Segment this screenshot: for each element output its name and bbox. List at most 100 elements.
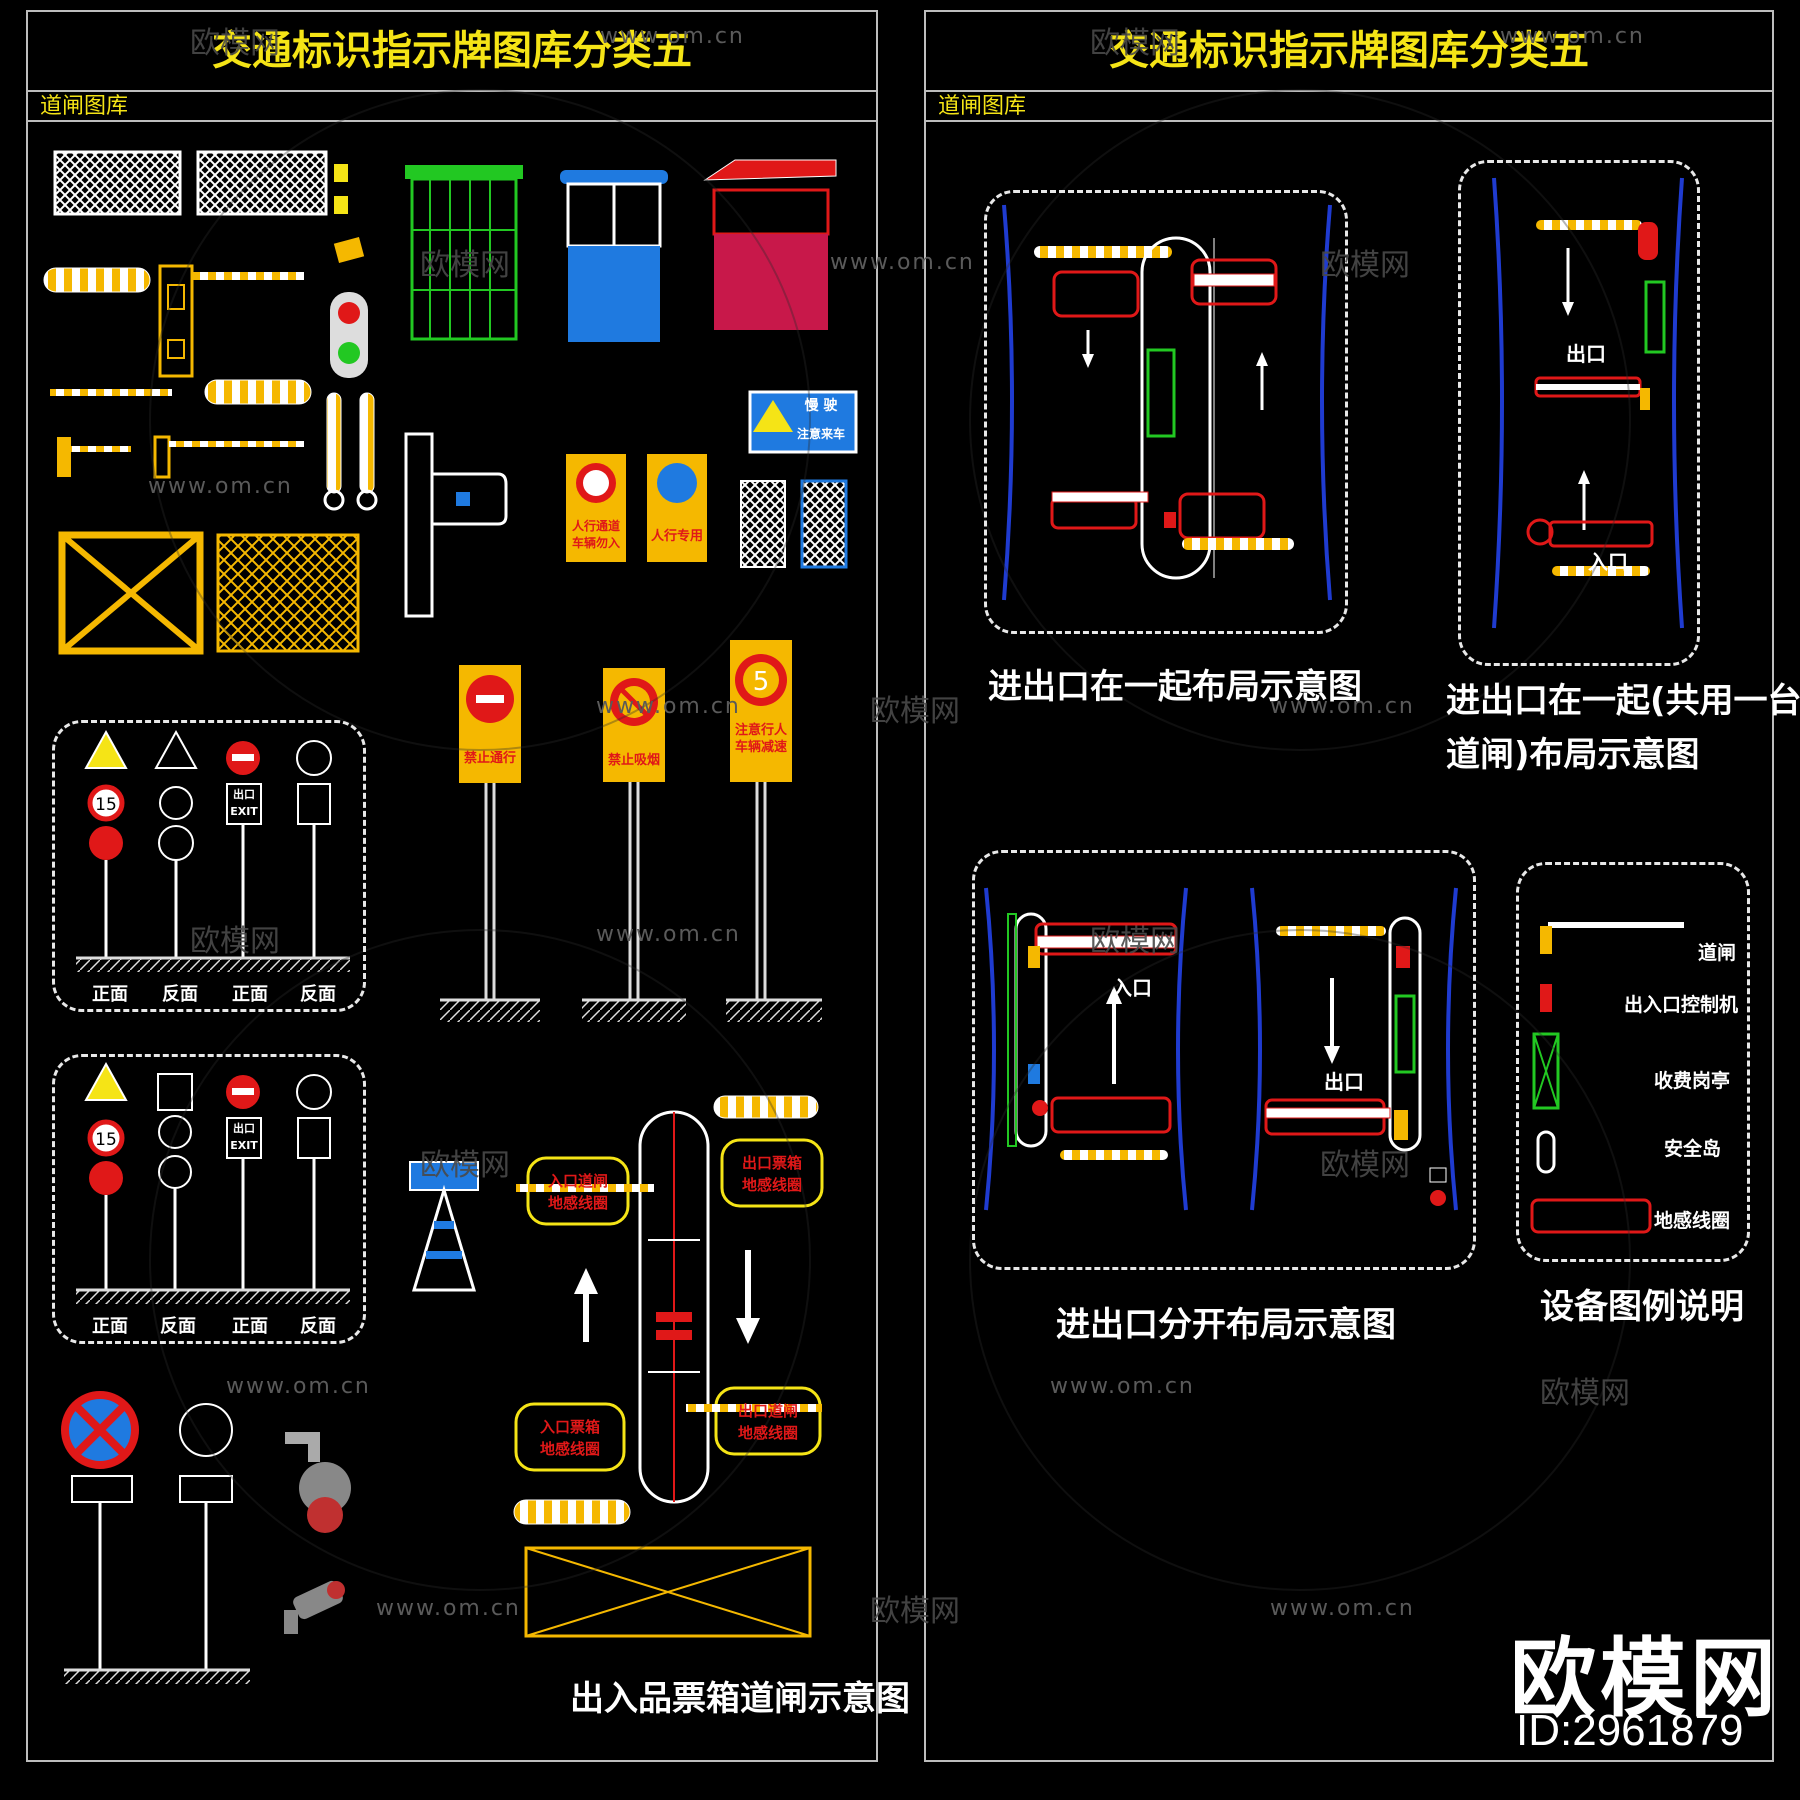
sign-post-group-2: 15 (76, 1061, 350, 1304)
dashed-frame-shared (1458, 160, 1700, 666)
legend-label-gate: 道闸 (1698, 942, 1737, 964)
shared-exit-label: 出口 (1566, 342, 1606, 366)
blue-booth (560, 170, 668, 342)
separate-layout-diagram (984, 887, 1458, 1211)
no-smoking-sign-text: 禁止吸烟 (607, 753, 660, 768)
slow-sign-text: 慢 驶 (804, 398, 838, 414)
legend-label-booth: 收费岗亭 (1654, 1070, 1731, 1092)
watermark-logo-3: 欧模网 (420, 248, 510, 283)
folding-gate-2 (196, 150, 348, 216)
post-sign-no-smoking (582, 668, 686, 1022)
watermark-url-4: www.om.cn (148, 474, 293, 499)
watermark-url-9: www.om.cn (1050, 1374, 1195, 1399)
barrier-arm-1 (43, 264, 312, 405)
watermark-url-6: www.om.cn (1270, 694, 1415, 719)
dashed-frame-separate (972, 850, 1476, 1270)
left-panel-title: 交通标识指示牌图库分类五 (28, 12, 876, 92)
svg-text:15: 15 (95, 1130, 117, 1150)
separate-exit-label: 出口 (1324, 1070, 1364, 1094)
watermark-url-2: www.om.cn (1500, 24, 1645, 49)
watermark-logo-8: 欧模网 (420, 1148, 510, 1183)
post-sign-speed-5: 5 (726, 640, 822, 1022)
caption-shared-layout-line2: 道闸)布局示意图 (1446, 735, 1700, 775)
watermark-url-3: www.om.cn (830, 250, 975, 275)
caption-ticket-gate: 出入品票箱道闸示意图 (570, 1679, 910, 1719)
caption-combined-layout: 进出口在一起布局示意图 (988, 667, 1362, 707)
watermark-logo-9: 欧模网 (1320, 1148, 1410, 1183)
exit-loop-label: 出口道闸 地感线圈 (737, 1402, 798, 1442)
ground-label-2: 反面 (162, 984, 198, 1005)
ground-label-1: 正面 (92, 984, 128, 1005)
blue-tower-sign (409, 1161, 479, 1292)
entry-loop-label: 入口道闸 地感线圈 (547, 1172, 608, 1212)
yellow-mesh-box (216, 533, 360, 653)
right-panel-title: 交通标识指示牌图库分类五 (926, 12, 1772, 92)
watermark-logo-4: 欧模网 (1320, 248, 1410, 283)
entry-box-label: 入口票箱 地感线圈 (539, 1418, 600, 1458)
brand-logo-text: 欧模网 (1510, 1629, 1780, 1729)
yellow-box-x (58, 531, 204, 655)
watermark-url-1: www.om.cn (600, 24, 745, 49)
legend-symbols (1530, 922, 1684, 1234)
exit-box-label: 出口票箱 地感线圈 (741, 1154, 802, 1194)
legend-label-loop: 地感线圈 (1654, 1210, 1731, 1232)
brand-id: ID:2961879 (1516, 1706, 1744, 1755)
combined-layout-diagram (1002, 204, 1332, 601)
watermark-url-11: www.om.cn (1270, 1596, 1415, 1621)
right-panel-subtitle: 道闸图库 (926, 92, 1772, 122)
ground-label-7: 正面 (232, 1316, 268, 1337)
svg-text:15: 15 (95, 795, 117, 815)
ground-label-6: 反面 (160, 1316, 196, 1337)
shared-gate-layout-diagram (1492, 177, 1684, 629)
dome-camera (285, 1432, 351, 1533)
watermark-url-8: www.om.cn (226, 1374, 371, 1399)
dashed-frame-sign-group-1 (52, 720, 366, 1012)
green-booth (405, 165, 523, 341)
speed-sign-text: 注意行人 车辆减速 (734, 723, 787, 755)
watermark-url-10: www.om.cn (376, 1596, 521, 1621)
traffic-light (330, 236, 368, 378)
pedestrian-sign-2 (647, 454, 707, 562)
dashed-frame-legend (1516, 862, 1750, 1262)
sign-post-group-1: 15 (76, 729, 350, 972)
pedestrian-sign-1-text: 人行通道 车辆勿入 (571, 519, 620, 550)
watermark-logo-6: 欧模网 (190, 924, 280, 959)
svg-text:5: 5 (753, 667, 770, 697)
caption-separate-layout: 进出口分开布局示意图 (1056, 1305, 1396, 1345)
watermark-arcs (149, 89, 1631, 1591)
legend-label-island: 安全岛 (1664, 1138, 1722, 1160)
watermark-logo-7: 欧模网 (1090, 924, 1180, 959)
pedestrian-sign-2-text: 人行专用 (650, 529, 703, 544)
red-booth (703, 159, 837, 330)
ground-label-8: 反面 (300, 1316, 336, 1337)
post-sign-no-entry (440, 665, 540, 1022)
caption-legend: 设备图例说明 (1540, 1287, 1744, 1327)
watermark-logo-11: 欧模网 (870, 1594, 960, 1629)
ground-label-3: 正面 (232, 984, 268, 1005)
watermark-logo-10: 欧模网 (1540, 1376, 1630, 1411)
bollards (323, 392, 378, 511)
barrier-arm-2 (57, 435, 304, 479)
watermark-logo-2: 欧模网 (1090, 26, 1180, 61)
slow-sign-text-2: 注意来车 (796, 427, 845, 441)
right-panel: 交通标识指示牌图库分类五 道闸图库 (924, 10, 1774, 1762)
exit-sign-text-1: 出口 EXIT (230, 788, 258, 818)
no-parking-sign (61, 1391, 250, 1684)
exit-sign-text-2: 出口 EXIT (230, 1122, 258, 1152)
bullet-camera (284, 1580, 345, 1634)
dashed-frame-combined (984, 190, 1348, 634)
separate-entry-label: 入口 (1112, 976, 1152, 1000)
watermark-url-7: www.om.cn (596, 922, 741, 947)
caption-shared-layout-line1: 进出口在一起(共用一台 (1446, 681, 1800, 721)
watermark-url-5: www.om.cn (596, 694, 741, 719)
left-panel: 交通标识指示牌图库分类五 道闸图库 (26, 10, 878, 1762)
ticket-gate-diagram (513, 1095, 824, 1638)
pedestrian-sign-1 (566, 454, 626, 562)
watermark-logo-5: 欧模网 (870, 694, 960, 729)
legend-label-controller: 出入口控制机 (1624, 994, 1739, 1016)
slow-sign (748, 390, 858, 454)
folding-gate-1 (53, 150, 182, 216)
left-panel-subtitle: 道闸图库 (28, 92, 876, 122)
